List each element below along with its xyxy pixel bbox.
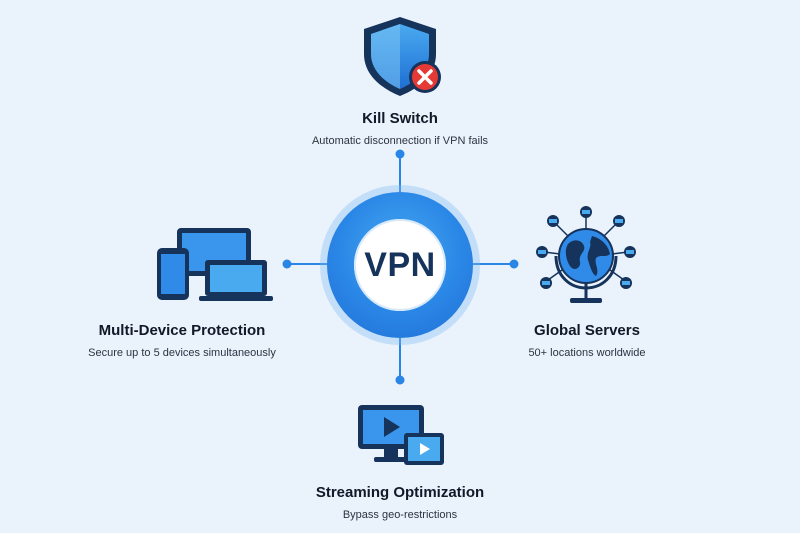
- feature-title: Multi-Device Protection: [98, 322, 266, 339]
- devices-icon: [157, 228, 273, 301]
- globe-servers-icon: [536, 206, 636, 303]
- feature-description: Automatic disconnection if VPN fails: [311, 135, 489, 147]
- vpn-hub-center: VPN: [354, 219, 446, 311]
- connector-dot-left: [282, 259, 292, 269]
- vpn-hub-label: VPN: [364, 245, 436, 284]
- feature-streaming: Streaming Optimization Bypass geo-restri…: [250, 484, 550, 521]
- connector-dot-right: [509, 259, 519, 269]
- feature-global-servers: Global Servers 50+ locations worldwide: [492, 322, 682, 359]
- connector-dot-bottom: [395, 375, 405, 385]
- vpn-hub: VPN: [327, 192, 473, 338]
- feature-kill-switch: Kill Switch Automatic disconnection if V…: [250, 110, 550, 147]
- feature-title: Streaming Optimization: [315, 484, 485, 501]
- feature-description: 50+ locations worldwide: [528, 347, 646, 359]
- feature-multi-device: Multi-Device Protection Secure up to 5 d…: [62, 322, 302, 359]
- shield-x-icon: [364, 17, 441, 96]
- feature-title: Global Servers: [534, 322, 640, 339]
- connector-dot-top: [395, 149, 405, 159]
- feature-title: Kill Switch: [362, 110, 438, 127]
- feature-description: Bypass geo-restrictions: [342, 509, 458, 521]
- streaming-icon: [358, 405, 444, 465]
- feature-description: Secure up to 5 devices simultaneously: [88, 347, 276, 359]
